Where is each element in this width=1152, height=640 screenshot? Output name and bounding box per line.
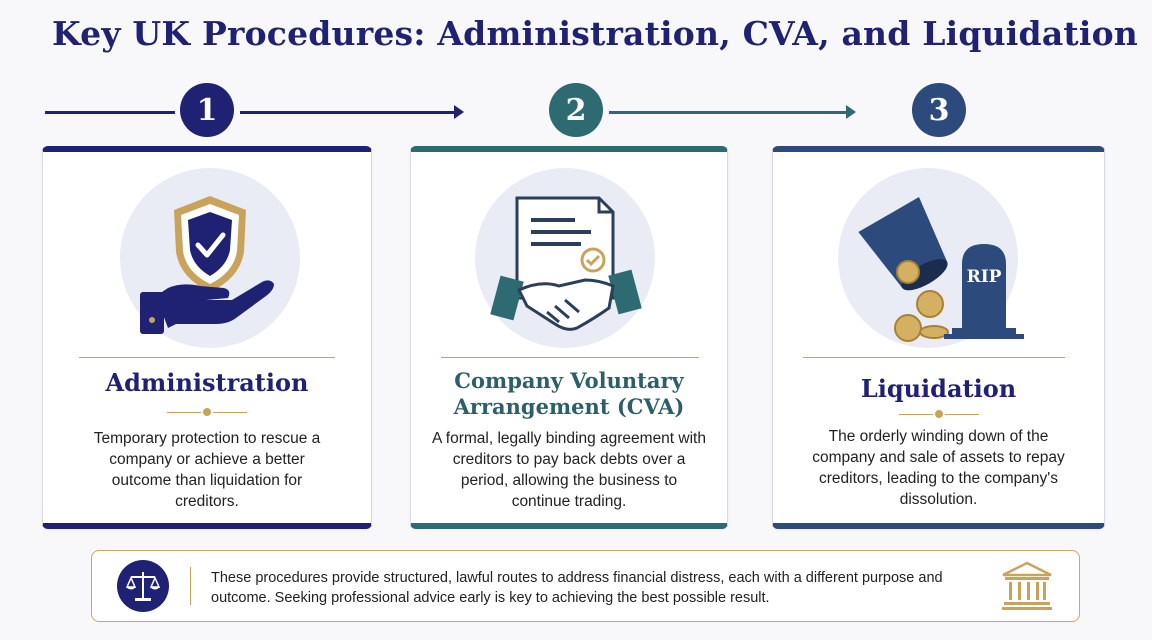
card-title: Administration [105, 368, 309, 397]
shield-hand-icon [140, 196, 274, 334]
step-number-3: 3 [912, 83, 966, 137]
card-title: Liquidation [860, 374, 1017, 403]
card-liquidation: RIP Liquidation The orderly winding down… [772, 146, 1105, 529]
document-handshake-icon [490, 196, 642, 331]
divider [441, 357, 699, 358]
timeline-line [240, 111, 455, 114]
arrowhead-icon [846, 105, 856, 119]
timeline-line [45, 111, 175, 114]
card-description: A formal, legally binding agreement with… [432, 430, 706, 510]
step-number-1: 1 [180, 83, 234, 137]
courthouse-icon [999, 557, 1055, 618]
card-title: Company Voluntary Arrangement (CVA) [453, 368, 685, 419]
footer-text: These procedures provide structured, law… [211, 570, 943, 606]
card-cva: Company Voluntary Arrangement (CVA) A fo… [410, 146, 728, 529]
card-description: Temporary protection to rescue a company… [93, 430, 321, 510]
divider [803, 357, 1065, 358]
divider [190, 567, 191, 605]
card-administration: Administration Temporary protection to r… [42, 146, 372, 529]
scales-icon [117, 560, 169, 612]
timeline-line [609, 111, 847, 114]
step-number-2: 2 [549, 83, 603, 137]
dot-divider [167, 408, 247, 417]
page-title: Key UK Procedures: Administration, CVA, … [52, 14, 1138, 53]
coin-bucket-rip-icon: RIP [858, 197, 1024, 342]
card-description: The orderly winding down of the company … [812, 428, 1065, 508]
footer-note: These procedures provide structured, law… [91, 550, 1080, 622]
arrowhead-icon [454, 105, 464, 119]
tombstone-text: RIP [967, 267, 1002, 287]
dot-divider [898, 410, 979, 419]
divider [79, 357, 335, 358]
